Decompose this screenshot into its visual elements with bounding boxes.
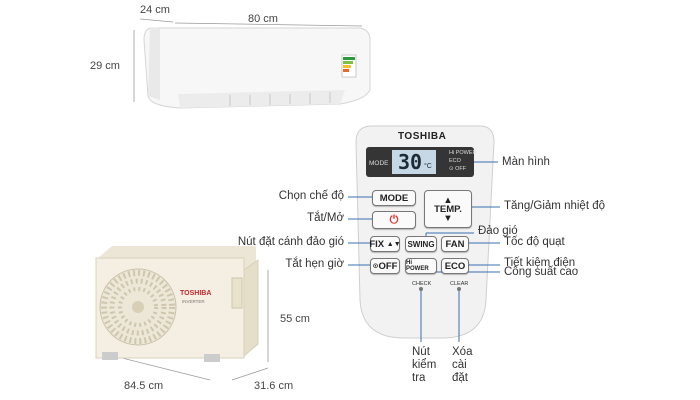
temp-down-icon: ▼: [443, 212, 453, 224]
lcd-mode-text: MODE: [369, 160, 389, 167]
label-eco: Tiết kiệm điện: [504, 257, 576, 269]
lcd-temp-unit: °C: [424, 163, 432, 170]
remote-brand-logo: TOSHIBA: [398, 131, 447, 142]
temp-button-label: TEMP.: [434, 203, 462, 215]
lcd-hipower-indicator: Hi POWER: [449, 150, 477, 156]
hipower-button[interactable]: Hi POWER: [405, 258, 437, 274]
label-onoff: Tắt/Mở: [307, 212, 344, 224]
indoor-height-label: 29 cm: [90, 60, 120, 72]
label-clear-line-3: đặt: [452, 372, 468, 384]
outdoor-height-label: 55 cm: [280, 313, 310, 325]
label-timer: Tắt hẹn giờ: [285, 258, 344, 270]
outdoor-subbrand: INVERTER: [182, 299, 205, 304]
label-clear-line-1: Xóa: [452, 346, 473, 358]
eco-button[interactable]: ECO: [441, 258, 469, 274]
outdoor-width-label: 84.5 cm: [124, 380, 164, 392]
lcd-off-text: OFF: [455, 166, 467, 172]
label-temp: Tăng/Giảm nhiệt độ: [504, 200, 606, 212]
label-hipower: Công suất cao: [504, 266, 579, 278]
indoor-depth-label: 24 cm: [140, 4, 170, 16]
fan-button[interactable]: FAN: [441, 236, 469, 252]
label-screen: Màn hình: [502, 156, 550, 168]
label-check-line-1: Nút: [412, 346, 430, 358]
label-fix: Nút đặt cánh đảo gió: [237, 236, 344, 248]
lcd-temperature: 30: [398, 150, 423, 174]
temp-button[interactable]: ▲ TEMP. ▼: [424, 190, 472, 228]
fix-button-label: FIX: [369, 238, 385, 250]
outdoor-brand-logo: TOSHIBA: [180, 290, 212, 297]
power-button[interactable]: ⏻: [372, 211, 416, 229]
label-check-line-2: kiểm: [412, 359, 437, 371]
label-check: Nút kiểm tra: [412, 346, 436, 385]
temp-up-icon: ▲: [443, 194, 453, 206]
label-clear: Xóa cài đặt: [452, 346, 472, 385]
label-clear-line-2: cài: [452, 359, 467, 371]
fix-arrows-icon: ▲▼: [386, 240, 401, 248]
clear-button-label: CLEAR: [450, 281, 469, 287]
label-mode: Chọn chế độ: [278, 190, 344, 202]
off-timer-label: OFF: [378, 260, 398, 272]
outdoor-depth-label: 31.6 cm: [254, 380, 294, 392]
label-check-line-3: tra: [412, 372, 426, 384]
off-timer-icon: ⊙: [372, 263, 379, 270]
check-button-label: CHECK: [412, 281, 432, 287]
indoor-width-label: 80 cm: [248, 13, 278, 25]
power-icon: ⏻: [389, 213, 399, 226]
swing-button[interactable]: SWING: [405, 236, 437, 252]
label-swing: Đảo gió: [478, 225, 518, 237]
fix-button[interactable]: FIX ▲▼: [369, 236, 401, 252]
off-timer-button[interactable]: ⊙OFF: [370, 258, 400, 274]
label-fan: Tốc độ quạt: [504, 236, 565, 248]
mode-button[interactable]: MODE: [372, 190, 416, 206]
lcd-eco-indicator: ECO: [449, 158, 461, 164]
lcd-off-indicator: ⊙ OFF: [449, 166, 467, 172]
